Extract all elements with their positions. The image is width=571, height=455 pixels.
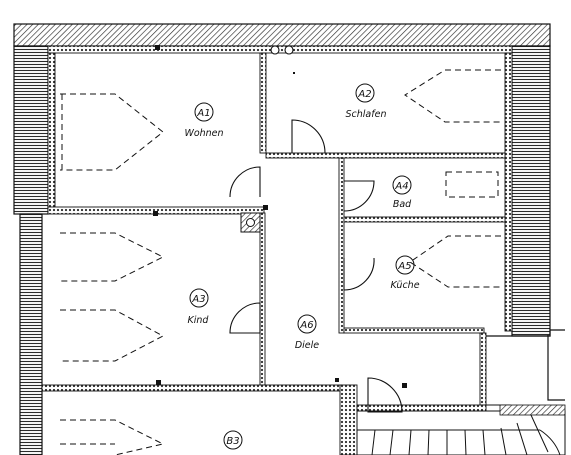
room-a1-code: A1	[196, 108, 210, 119]
room-a4-name: Bad	[393, 199, 412, 210]
room-a1-name: Wohnen	[184, 128, 223, 139]
room-a3: A3 Kind	[188, 288, 210, 326]
pillar	[240, 212, 261, 233]
room-a2-name: Schlafen	[346, 109, 387, 120]
room-b3-code: B3	[226, 436, 239, 447]
room-a3-name: Kind	[188, 315, 210, 326]
inner-walls	[41, 45, 513, 455]
room-a3-code: A3	[191, 294, 205, 305]
doors	[229, 119, 403, 413]
room-a6: A6 Diele	[295, 314, 319, 351]
room-b3: B3	[223, 430, 243, 450]
room-a4: A4 Bad	[392, 175, 412, 210]
room-a6-code: A6	[299, 320, 313, 331]
room-a5-code: A5	[397, 261, 411, 272]
chimney-vents	[270, 45, 294, 55]
outer-walls	[13, 23, 565, 455]
wall-markers	[153, 45, 407, 388]
dashed-marks	[60, 69, 501, 455]
stairs	[356, 404, 566, 455]
room-a2-code: A2	[357, 89, 371, 100]
room-a2: A2 Schlafen	[346, 83, 387, 120]
room-a1: A1 Wohnen	[184, 102, 224, 139]
room-a5: A5 Küche	[390, 255, 420, 291]
room-a6-name: Diele	[295, 340, 319, 351]
room-a4-code: A4	[394, 181, 408, 192]
room-a5-name: Küche	[390, 280, 419, 291]
